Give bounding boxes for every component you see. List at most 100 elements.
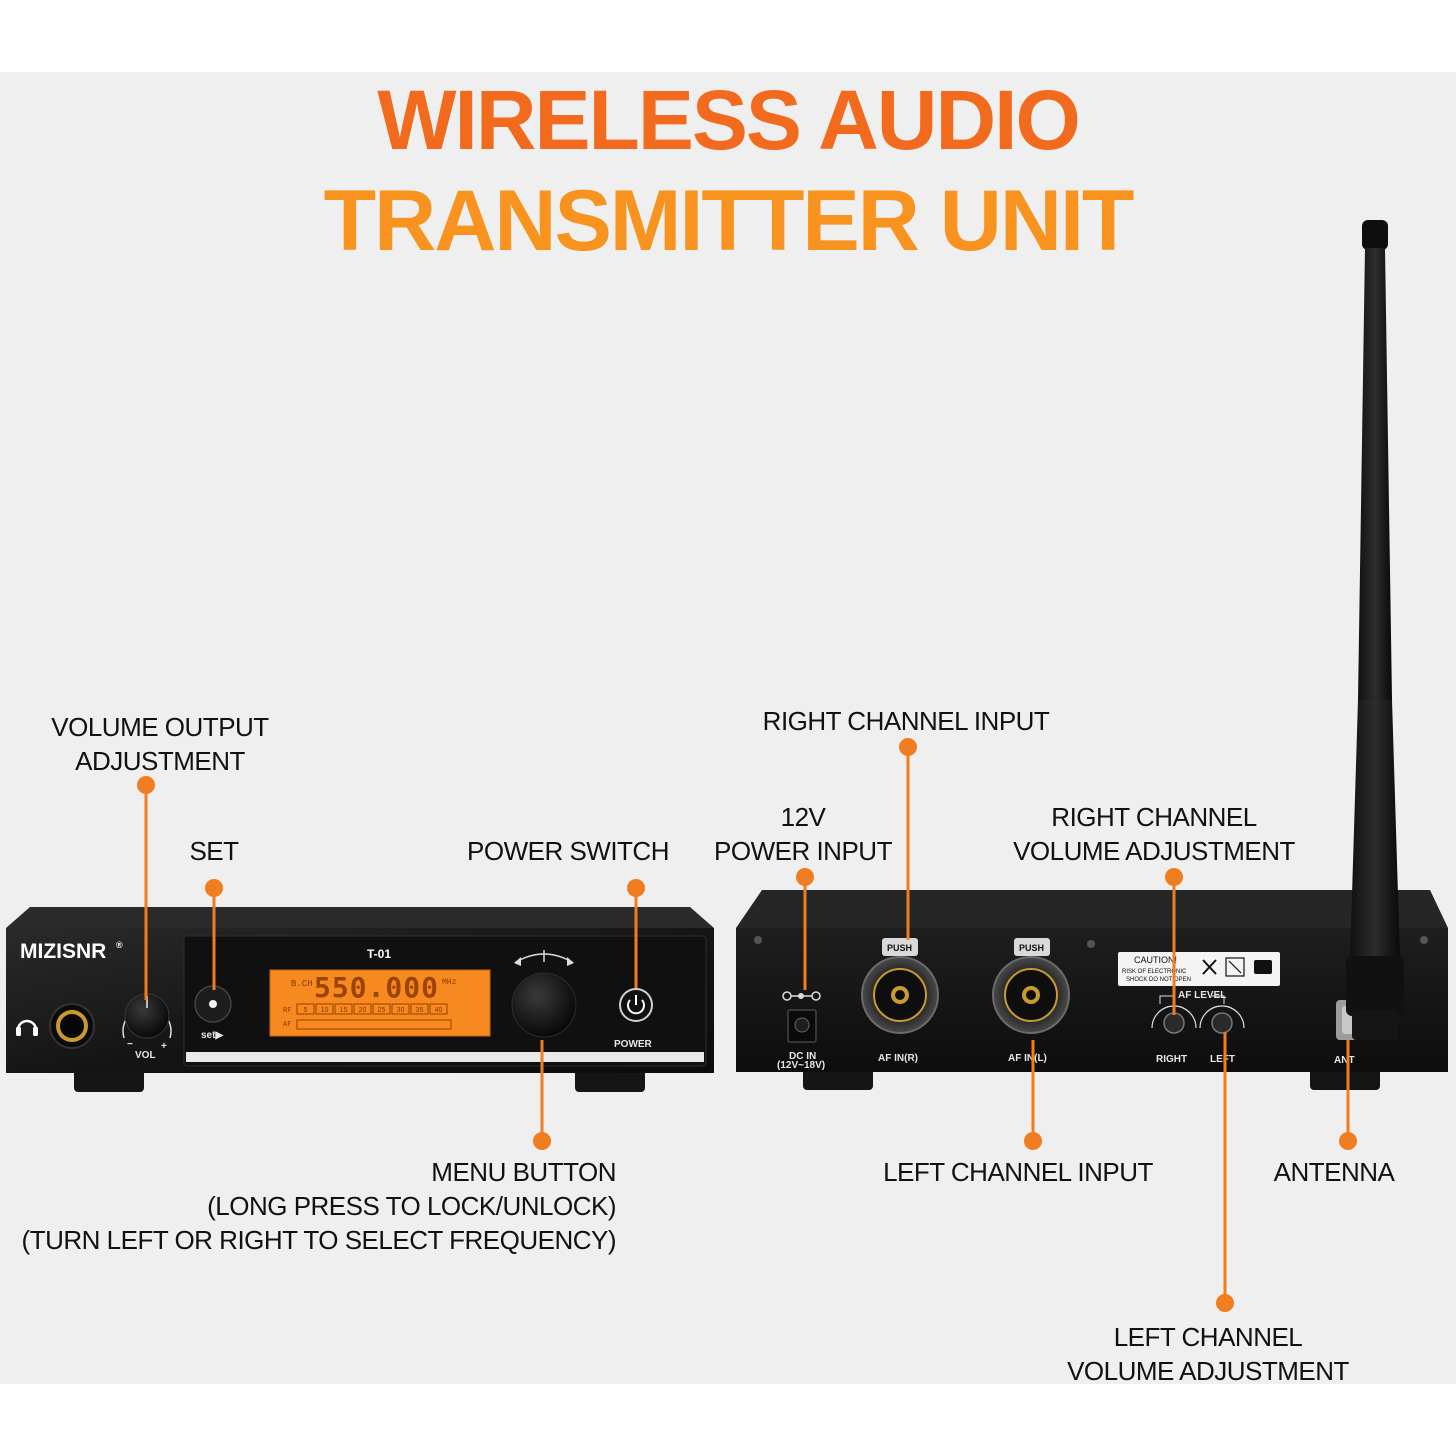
back-top-surface bbox=[736, 890, 1448, 928]
lcd-rf-cell bbox=[353, 1003, 372, 1015]
lcd-rf-tick: 20 bbox=[359, 1007, 367, 1014]
left-volume-callout bbox=[1216, 1032, 1234, 1312]
af-level-label: AF LEVEL bbox=[1178, 990, 1226, 1001]
diagram-canvas bbox=[0, 72, 1456, 1384]
lcd-rf-tick: 30 bbox=[397, 1007, 405, 1014]
antenna-whip bbox=[1346, 220, 1404, 1040]
power-input-callout-dot bbox=[796, 868, 814, 886]
power-label: POWER bbox=[614, 1039, 653, 1050]
lcd-rf-cell bbox=[429, 1003, 448, 1015]
right-trim-pot[interactable] bbox=[1151, 1005, 1197, 1034]
volume-output-callout-dot bbox=[137, 776, 155, 794]
set-button[interactable] bbox=[194, 985, 232, 1023]
set-callout-dot bbox=[205, 879, 223, 897]
lcd-rf-tick: 10 bbox=[321, 1007, 329, 1014]
dc-jack[interactable] bbox=[787, 1009, 817, 1043]
caution-line-1: RISK OF ELECTRONIC bbox=[1122, 969, 1187, 975]
caution-sticker: CAUTION! RISK OF ELECTRONIC SHOCK DO NOT… bbox=[1118, 952, 1280, 986]
menu-button-label-line-2: (LONG PRESS TO LOCK/UNLOCK) bbox=[207, 1191, 616, 1221]
volume-output-callout bbox=[137, 776, 155, 1000]
dc-range: (12V~18V) bbox=[777, 1060, 825, 1071]
callout-lines bbox=[137, 738, 1357, 1312]
right-input-callout-dot bbox=[899, 738, 917, 756]
recycle-bin-icon bbox=[1225, 957, 1245, 977]
left-channel-volume-label-line-2: VOLUME ADJUSTMENT bbox=[1067, 1356, 1349, 1386]
menu-button-label-line-1: MENU BUTTON bbox=[431, 1157, 616, 1187]
left-volume-callout-dot bbox=[1216, 1294, 1234, 1312]
headphone-jack[interactable] bbox=[49, 1003, 95, 1049]
screw bbox=[754, 936, 762, 944]
volume-output-label-line-2: ADJUSTMENT bbox=[75, 746, 245, 776]
right-volume-callout bbox=[1165, 868, 1183, 1015]
front-foot-right bbox=[575, 1068, 645, 1092]
power-switch-label: POWER SWITCH bbox=[467, 836, 670, 866]
antenna-callout-dot bbox=[1339, 1132, 1357, 1150]
lcd-rf-cell bbox=[296, 1003, 315, 1015]
lcd-rf-cell bbox=[372, 1003, 391, 1015]
left-channel-volume-label-line-1: LEFT CHANNEL bbox=[1113, 1322, 1303, 1352]
menu-button-callout-dot bbox=[533, 1132, 551, 1150]
volume-knob[interactable] bbox=[122, 993, 172, 1039]
dc-label: DC IN bbox=[789, 1051, 816, 1062]
title-line-2: TRANSMITTER UNIT bbox=[323, 173, 1135, 269]
right-channel-volume-label-line-1: RIGHT CHANNEL bbox=[1051, 802, 1257, 832]
right-channel-volume-label-line-2: VOLUME ADJUSTMENT bbox=[1013, 836, 1295, 866]
right-input-callout bbox=[899, 738, 917, 940]
menu-button-callout bbox=[533, 1040, 551, 1150]
model-label: T-01 bbox=[367, 947, 391, 961]
lcd-ch-label: B.CH bbox=[291, 979, 313, 989]
power-switch-callout-dot bbox=[627, 879, 645, 897]
push-label-left: PUSH bbox=[1019, 943, 1044, 953]
lcd-rf-tick: 15 bbox=[340, 1007, 348, 1014]
tools-icon bbox=[1202, 959, 1217, 975]
right-channel-volume-label: RIGHT CHANNEL VOLUME ADJUSTMENT bbox=[1004, 800, 1304, 868]
lcd-rf-tick: 40 bbox=[435, 1007, 443, 1014]
power-input-label: 12V POWER INPUT bbox=[708, 800, 898, 868]
lcd-rf-cell bbox=[391, 1003, 410, 1015]
power-input-label-line-2: POWER INPUT bbox=[714, 836, 892, 866]
lcd-rf-tick: 25 bbox=[378, 1007, 386, 1014]
power-input-callout bbox=[796, 868, 814, 990]
screw bbox=[1420, 936, 1428, 944]
af-in-left-jack[interactable] bbox=[992, 938, 1070, 1034]
back-face bbox=[736, 928, 1448, 1072]
power-switch-callout bbox=[627, 879, 645, 988]
vol-plus: + bbox=[161, 1041, 167, 1052]
lcd-rf-tick: 35 bbox=[416, 1007, 424, 1014]
lcd-rf-cell bbox=[334, 1003, 353, 1015]
af-in-right-jack[interactable] bbox=[861, 938, 939, 1034]
headphone-icon bbox=[16, 1019, 38, 1036]
left-trim-label: LEFT bbox=[1210, 1054, 1235, 1065]
left-trim-pot[interactable] bbox=[1199, 1005, 1245, 1034]
volume-output-label-line-1: VOLUME OUTPUT bbox=[51, 712, 269, 742]
front-unit: MIZISNR ® − + VOL set▶ T-01 bbox=[6, 907, 714, 1092]
caution-title: CAUTION! bbox=[1134, 955, 1177, 965]
af-in-right-label: AF IN(R) bbox=[878, 1053, 918, 1064]
power-button[interactable] bbox=[619, 988, 653, 1022]
menu-button-label-line-3: (TURN LEFT OR RIGHT TO SELECT FREQUENCY) bbox=[21, 1225, 617, 1255]
push-label-right: PUSH bbox=[887, 943, 912, 953]
front-foot-left bbox=[74, 1068, 144, 1092]
antenna-callout bbox=[1339, 1040, 1357, 1150]
caution-line-2: SHOCK DO NOT OPEN bbox=[1126, 977, 1191, 983]
ant-label: ANT bbox=[1334, 1055, 1355, 1066]
left-channel-volume-label: LEFT CHANNEL VOLUME ADJUSTMENT bbox=[1058, 1320, 1358, 1388]
front-top-surface bbox=[6, 907, 714, 928]
front-silver-strip bbox=[186, 1052, 704, 1062]
set-callout-label: SET bbox=[189, 836, 239, 866]
left-channel-input-label: LEFT CHANNEL INPUT bbox=[883, 1157, 1153, 1187]
menu-knob[interactable] bbox=[511, 950, 577, 1038]
antenna-label: ANTENNA bbox=[1273, 1157, 1395, 1187]
set-callout bbox=[205, 879, 223, 990]
back-unit: DC IN (12V~18V) PUSH AF IN(R) PUSH AF IN… bbox=[736, 220, 1448, 1090]
lcd-rf-cell bbox=[410, 1003, 429, 1015]
certification-icon bbox=[1254, 960, 1272, 974]
right-channel-input-label: RIGHT CHANNEL INPUT bbox=[762, 706, 1050, 736]
lcd-unit: MHz bbox=[442, 978, 457, 987]
title-line-1: WIRELESS AUDIO bbox=[377, 73, 1081, 167]
back-foot-left bbox=[803, 1068, 873, 1090]
right-volume-callout-dot bbox=[1165, 868, 1183, 886]
dc-polarity-icon bbox=[782, 991, 821, 1001]
